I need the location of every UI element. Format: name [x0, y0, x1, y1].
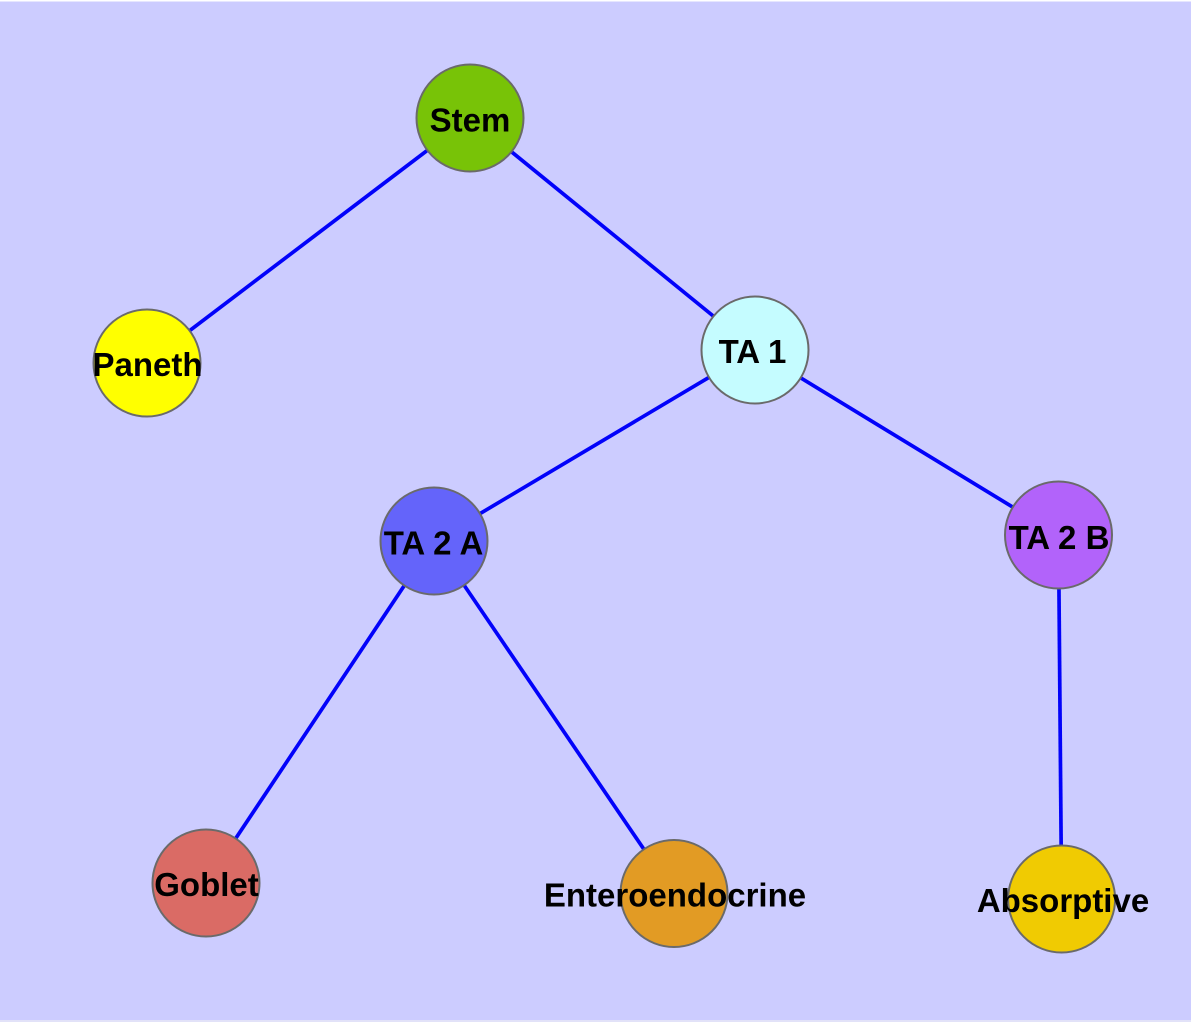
- svg-text:Enteroendocrine: Enteroendocrine: [544, 877, 806, 914]
- svg-text:TA 1: TA 1: [719, 333, 787, 370]
- svg-text:Absorptive: Absorptive: [977, 882, 1149, 919]
- svg-text:TA 2 A: TA 2 A: [384, 525, 484, 562]
- svg-text:Paneth: Paneth: [92, 346, 202, 383]
- svg-text:TA 2 B: TA 2 B: [1009, 519, 1110, 556]
- svg-text:Goblet: Goblet: [154, 866, 259, 903]
- svg-text:Stem: Stem: [430, 102, 511, 139]
